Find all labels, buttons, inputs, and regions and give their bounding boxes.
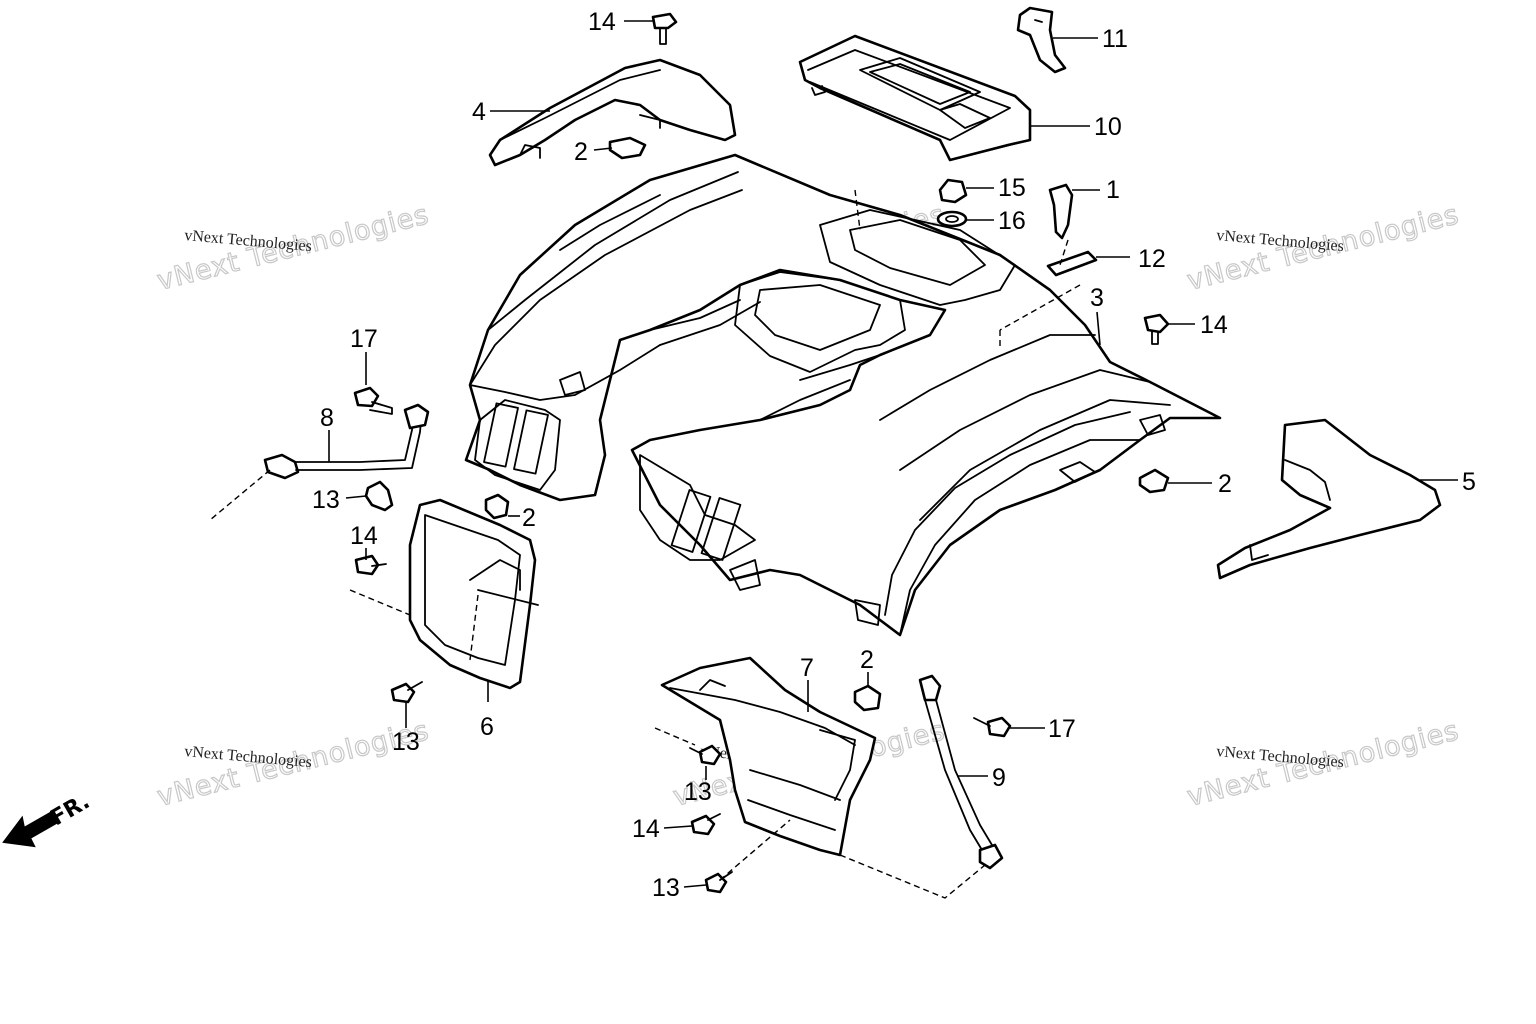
bolt-14-left bbox=[354, 554, 387, 576]
screw-13-mid bbox=[689, 744, 722, 766]
callout-4: 4 bbox=[472, 98, 486, 126]
watermark-bottom-right: vNext Technologies vNext Technologies bbox=[1184, 715, 1463, 814]
callouts: 14 11 4 2 10 15 1 16 12 3 14 17 8 13 2 1… bbox=[312, 8, 1476, 902]
rear-fender-part-3 bbox=[464, 153, 1222, 637]
nut-2-right bbox=[1138, 468, 1170, 494]
callout-16: 16 bbox=[998, 207, 1026, 235]
callout-3: 3 bbox=[1090, 284, 1104, 312]
callout-6: 6 bbox=[480, 713, 494, 741]
callout-13: 13 bbox=[392, 728, 420, 756]
screw-13-bottom-left bbox=[390, 681, 423, 704]
cap-nut-15 bbox=[938, 178, 968, 204]
watermark-bottom-left: vNext Technologies vNext Technologies bbox=[154, 715, 433, 814]
callout-5: 5 bbox=[1462, 468, 1476, 496]
bolt-14-right bbox=[1143, 313, 1170, 345]
mud-flap-part-7 bbox=[660, 656, 877, 857]
callout-7: 7 bbox=[800, 654, 814, 682]
callout-12: 12 bbox=[1138, 245, 1166, 273]
bolt-14-bottom bbox=[690, 813, 721, 836]
pad-part-12 bbox=[1046, 250, 1098, 277]
callout-14: 14 bbox=[1200, 311, 1228, 339]
watermark-top-left: vNext Technologies vNext Technologies bbox=[154, 199, 433, 298]
bolt-17-left bbox=[353, 386, 393, 415]
leader-lines bbox=[328, 20, 1458, 888]
bolt-14-top bbox=[651, 12, 678, 45]
callout-15: 15 bbox=[998, 174, 1026, 202]
callout-2: 2 bbox=[1218, 470, 1232, 498]
callout-2: 2 bbox=[574, 138, 588, 166]
assembly-lines bbox=[209, 189, 1081, 899]
callout-14: 14 bbox=[350, 522, 378, 550]
callout-13: 13 bbox=[652, 874, 680, 902]
watermark-top-right: vNext Technologies vNext Technologies bbox=[1184, 199, 1463, 298]
bolt-17-right bbox=[973, 716, 1012, 738]
screw-13-bottom bbox=[704, 871, 733, 894]
callout-13: 13 bbox=[684, 778, 712, 806]
front-direction-indicator: FR. bbox=[2, 789, 94, 848]
callout-8: 8 bbox=[320, 404, 334, 432]
mud-flap-part-6 bbox=[408, 498, 539, 690]
callout-14: 14 bbox=[632, 815, 660, 843]
callout-14: 14 bbox=[588, 8, 616, 36]
callout-17: 17 bbox=[350, 325, 378, 353]
callout-17: 17 bbox=[1048, 715, 1076, 743]
nut-2-top bbox=[608, 136, 647, 160]
callout-11: 11 bbox=[1102, 25, 1128, 53]
nut-2-left bbox=[484, 493, 510, 520]
callout-2: 2 bbox=[860, 646, 874, 674]
nut-2-bottom bbox=[853, 684, 882, 712]
bracket-part-4 bbox=[488, 58, 737, 167]
bracket-part-5 bbox=[1216, 418, 1442, 580]
grommet-13-left bbox=[364, 480, 394, 512]
rear-rack-part-10 bbox=[798, 34, 1032, 162]
callout-2: 2 bbox=[522, 504, 536, 532]
stay-part-8 bbox=[263, 403, 430, 480]
clip-part-11 bbox=[1016, 6, 1067, 74]
callout-1: 1 bbox=[1106, 176, 1120, 204]
collar-part-1 bbox=[1048, 183, 1074, 240]
stay-part-9 bbox=[918, 674, 1004, 870]
callout-9: 9 bbox=[992, 764, 1006, 792]
callout-13: 13 bbox=[312, 486, 340, 514]
washer-16 bbox=[936, 210, 968, 228]
front-arrow-icon bbox=[2, 810, 60, 848]
callout-10: 10 bbox=[1094, 113, 1122, 141]
